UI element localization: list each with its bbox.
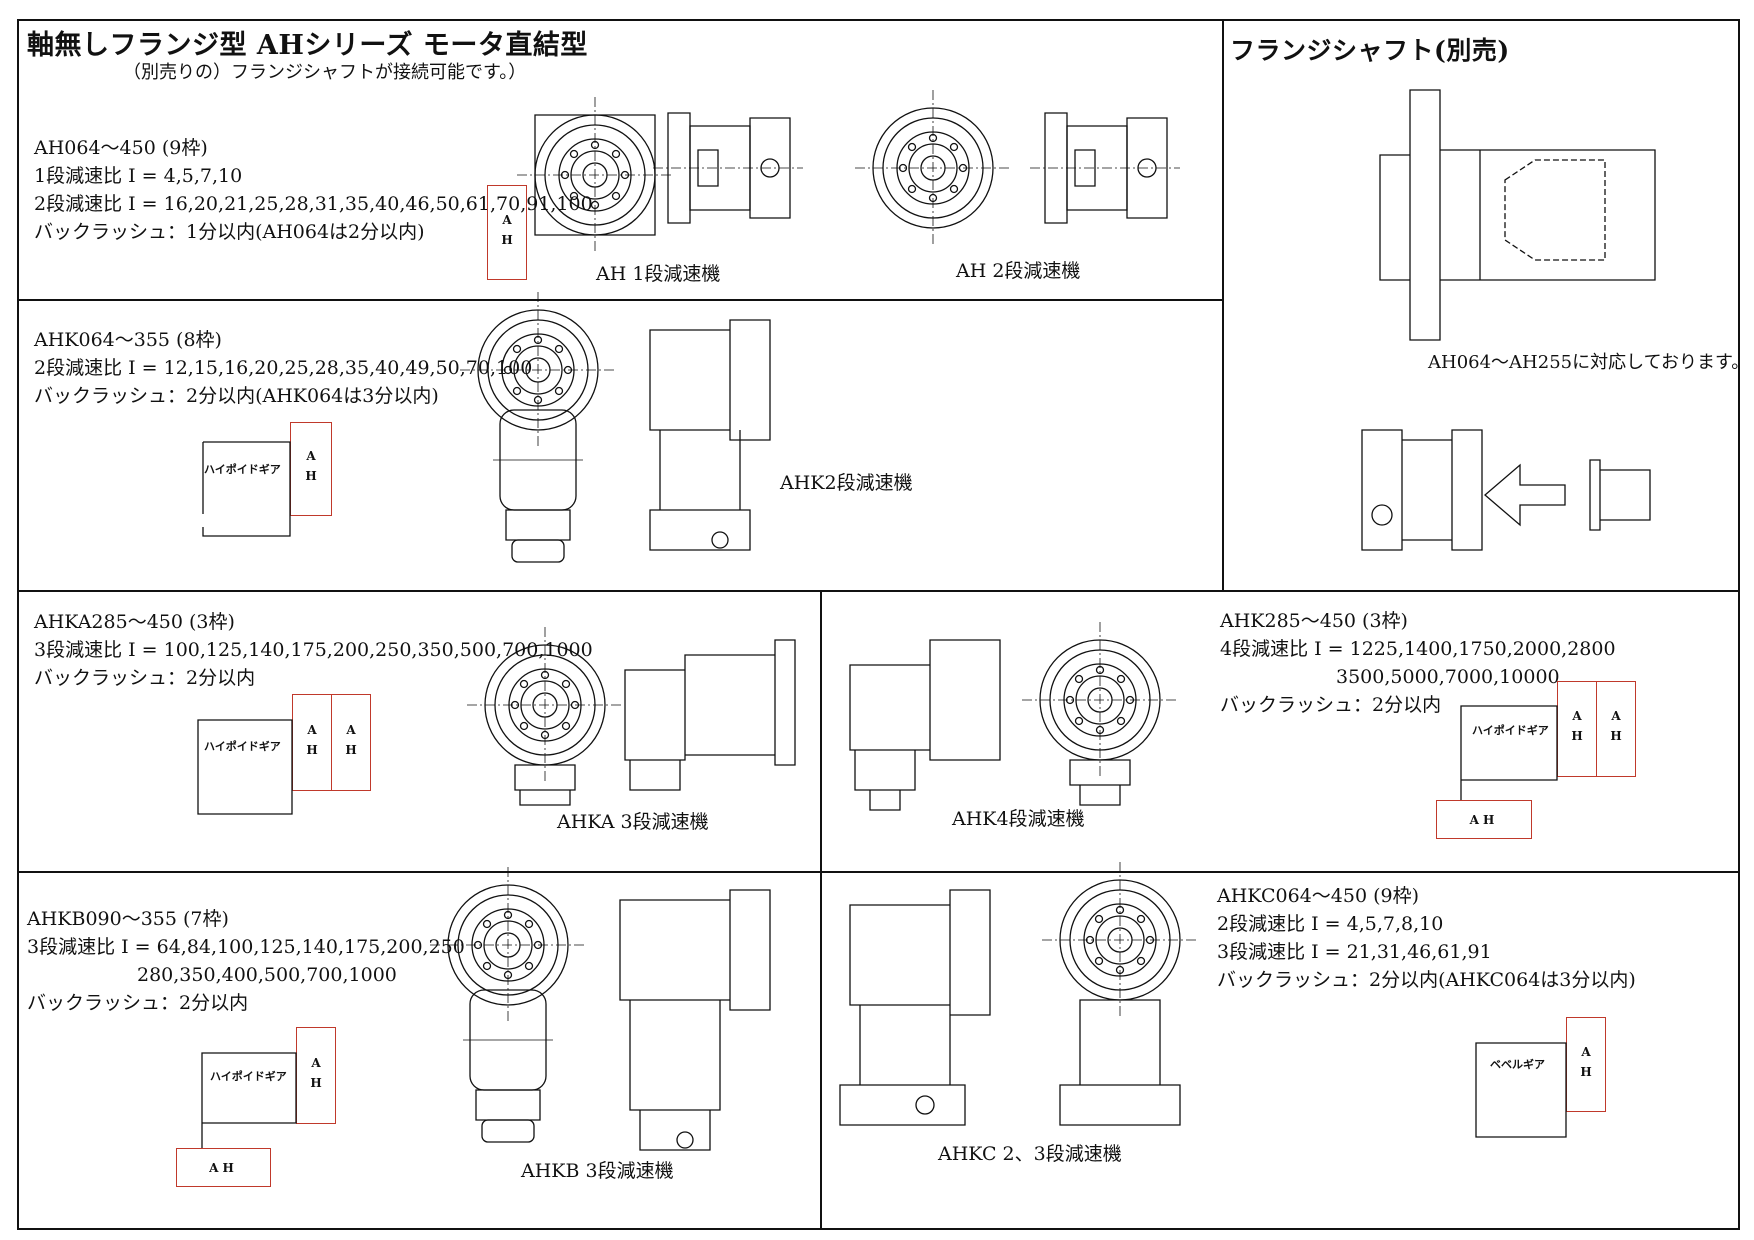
ahk4-gear-outline xyxy=(1461,706,1557,800)
ahk4-config-box-2: AH xyxy=(1596,681,1636,777)
ahkc-spec-ratio2: 2段減速比 I = 4,5,7,8,10 xyxy=(1217,913,1444,935)
ahka-side-view xyxy=(625,640,795,790)
ahk4-front-view xyxy=(1021,621,1179,779)
flange-shaft-note: AH064～AH255に対応しております。 xyxy=(1428,352,1750,373)
ahka-spec-model: AHKA285～450 (3枠) xyxy=(34,611,235,633)
ahkc-spec-ratio3: 3段減速比 I = 21,31,46,61,91 xyxy=(1217,941,1492,963)
ahk-gear-label: ハイポイドギア xyxy=(204,463,281,476)
ahk4-spec-ratio-cont: 3500,5000,7000,10000 xyxy=(1336,666,1560,688)
ahk4-front-base xyxy=(1070,760,1130,805)
ahkb-front-view xyxy=(429,866,587,1024)
ahkc-gear-label: ベベルギア xyxy=(1490,1058,1545,1071)
frame-bottom xyxy=(17,1228,1740,1230)
ahk-gear-outline xyxy=(203,442,290,536)
ahkb-spec-backlash: バックラッシュ：2分以内 xyxy=(27,992,249,1014)
ah-spec-backlash: バックラッシュ：1分以内(AH064は2分以内) xyxy=(34,221,425,243)
flange-assembly-arrow xyxy=(1485,465,1565,525)
ahk-spec: AHK064～355 (8枠) 2段減速比 I = 12,15,16,20,25… xyxy=(34,326,532,410)
ahk-spec-backlash: バックラッシュ：2分以内(AHK064は3分以内) xyxy=(34,385,439,407)
ahk4-caption: AHK4段減速機 xyxy=(952,808,1085,830)
ahkc-side-bolt xyxy=(916,1096,934,1114)
ahk4-spec-model: AHK285～450 (3枠) xyxy=(1220,610,1408,632)
frame-top xyxy=(17,19,1740,21)
page-subtitle: （別売りの）フランジシャフトが接続可能です。） xyxy=(123,62,527,83)
ahk4-gear-label: ハイポイドギア xyxy=(1472,724,1549,737)
ahk-spec-model: AHK064～355 (8枠) xyxy=(34,329,222,351)
ahkc-caption: AHKC 2、3段減速機 xyxy=(938,1143,1122,1165)
ahkc-spec-model: AHKC064～450 (9枠) xyxy=(1217,885,1419,907)
ahka-spec-ratio: 3段減速比 I = 100,125,140,175,200,250,350,50… xyxy=(34,639,593,661)
ahk-spec-ratio: 2段減速比 I = 12,15,16,20,25,28,35,40,49,50,… xyxy=(34,357,533,379)
ahk-side-bolt xyxy=(712,532,728,548)
flange-shaft-section xyxy=(1505,160,1605,260)
ahkc-gear-outline xyxy=(1476,1043,1566,1137)
ah1-side-view xyxy=(652,112,804,224)
ah2-side-view xyxy=(1029,112,1181,224)
ah2-front-view xyxy=(854,89,1012,247)
ahkc-front-base xyxy=(1060,1000,1180,1125)
flange-assembly-reducer xyxy=(1362,430,1482,550)
ahk-side-view xyxy=(650,320,770,550)
divider-center xyxy=(820,590,822,1230)
ahkb-spec-model: AHKB090～355 (7枠) xyxy=(27,908,229,930)
ahkb-gear-label: ハイポイドギア xyxy=(210,1070,287,1083)
ahk-front-view xyxy=(459,291,617,449)
flange-shaft-title: フランジシャフト(別売) xyxy=(1230,36,1510,65)
divider-row3 xyxy=(17,871,1740,873)
ahkb-spec-ratio-cont: 280,350,400,500,700,1000 xyxy=(137,964,397,986)
flange-shaft-drawing xyxy=(1380,90,1655,340)
flange-assembly-shaft xyxy=(1590,460,1650,530)
page-title: 軸無しフランジ型 AHシリーズ モータ直結型 xyxy=(27,30,588,61)
ahkb-side-bolt xyxy=(677,1132,693,1148)
ahkb-side-view xyxy=(620,890,770,1150)
flange-assembly-bolt xyxy=(1372,505,1392,525)
ahk4-spec-ratio: 4段減速比 I = 1225,1400,1750,2000,2800 xyxy=(1220,638,1616,660)
ahka-gear-outline xyxy=(198,720,292,814)
ahkb-spec-ratio: 3段減速比 I = 64,84,100,125,140,175,200,250 xyxy=(27,936,465,958)
ahkc-spec: AHKC064～450 (9枠) 2段減速比 I = 4,5,7,8,10 3段… xyxy=(1217,882,1636,994)
ah-config-box: AH xyxy=(487,185,527,280)
ahka-front-view xyxy=(466,626,624,784)
ah1-front-view xyxy=(516,96,674,254)
frame-left xyxy=(17,19,19,1230)
ah-spec: AH064～450 (9枠) 1段減速比 I = 4,5,7,10 2段減速比 … xyxy=(34,134,593,246)
ahk-caption: AHK2段減速機 xyxy=(780,472,913,494)
divider-row1 xyxy=(17,299,1223,301)
ah-spec-ratio2: 2段減速比 I = 16,20,21,25,28,31,35,40,46,50,… xyxy=(34,193,593,215)
ahka-spec-backlash: バックラッシュ：2分以内 xyxy=(34,667,256,689)
ah-spec-ratio1: 1段減速比 I = 4,5,7,10 xyxy=(34,165,243,187)
ahk4-side-view xyxy=(850,640,1000,810)
ahkb-gear-outline xyxy=(202,1053,296,1148)
ahk4-spec: AHK285～450 (3枠) 4段減速比 I = 1225,1400,1750… xyxy=(1220,607,1616,719)
ah-caption-1stage: AH 1段減速機 xyxy=(596,263,721,285)
ahkb-config-box-2: AH xyxy=(176,1148,271,1187)
frame-right xyxy=(1738,19,1740,1230)
divider-flange-column xyxy=(1222,19,1224,591)
ahka-spec: AHKA285～450 (3枠) 3段減速比 I = 100,125,140,1… xyxy=(34,608,593,692)
ahkc-front-view xyxy=(1041,861,1199,1019)
ahkc-side-view xyxy=(840,890,990,1125)
ahka-front-base xyxy=(515,765,575,805)
ahka-config-box-2: AH xyxy=(331,694,371,791)
divider-row2 xyxy=(17,590,1740,592)
ahka-gear-label: ハイポイドギア xyxy=(204,740,281,753)
ahkc-spec-backlash: バックラッシュ：2分以内(AHKC064は3分以内) xyxy=(1217,969,1636,991)
ahkb-caption: AHKB 3段減速機 xyxy=(521,1160,674,1182)
ah-spec-model: AH064～450 (9枠) xyxy=(34,137,208,159)
ahk4-config-box-3: AH xyxy=(1436,800,1532,839)
ahk4-spec-backlash: バックラッシュ：2分以内 xyxy=(1220,694,1442,716)
ahkb-spec: AHKB090～355 (7枠) 3段減速比 I = 64,84,100,125… xyxy=(27,905,465,1017)
ah-caption-2stage: AH 2段減速機 xyxy=(956,260,1081,282)
ahka-caption: AHKA 3段減速機 xyxy=(557,811,709,833)
